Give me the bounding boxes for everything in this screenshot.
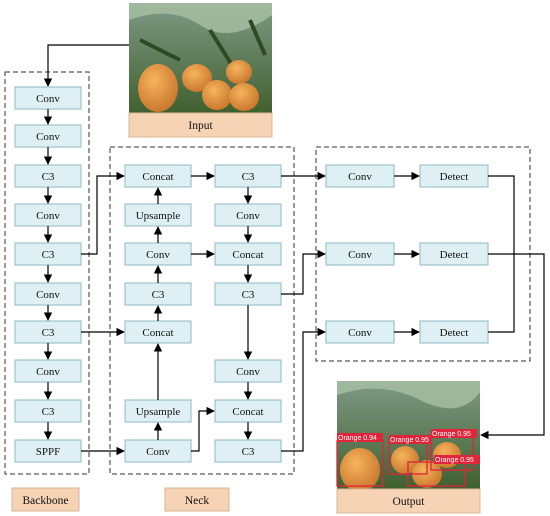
svg-text:C3: C3	[152, 289, 165, 301]
svg-text:Conv: Conv	[146, 446, 170, 458]
backbone-node-c3: C3	[14, 242, 82, 266]
edge-line	[488, 254, 515, 333]
neck-node-conv: Conv	[124, 439, 192, 463]
neck-node-c3: C3	[214, 282, 282, 306]
output-label: Output	[336, 488, 481, 514]
svg-text:C3: C3	[42, 327, 55, 339]
neck-node-conv: Conv	[214, 359, 282, 383]
backbone-node-c3: C3	[14, 399, 82, 423]
svg-text:Conv: Conv	[36, 366, 60, 378]
head-node-conv: Conv	[325, 242, 395, 266]
detection-label: Orange 0.95	[431, 429, 477, 438]
detection-label: Orange 0.95	[389, 435, 431, 444]
backbone-group	[4, 71, 90, 475]
svg-text:Conv: Conv	[36, 289, 60, 301]
svg-text:C3: C3	[42, 249, 55, 261]
svg-text:SPPF: SPPF	[36, 446, 60, 458]
svg-text:Concat: Concat	[232, 249, 263, 261]
svg-text:Conv: Conv	[146, 249, 170, 261]
edge-arrow	[281, 327, 326, 452]
head-node-conv: Conv	[325, 164, 395, 188]
neck-node-concat: Concat	[124, 164, 192, 188]
output-image: Orange 0.94 Orange 0.95 Orange 0.95 Oran…	[336, 381, 480, 492]
edge-arrow	[480, 253, 545, 440]
svg-text:Detect: Detect	[440, 171, 469, 183]
edge-arrow	[191, 406, 215, 452]
backbone-node-conv: Conv	[14, 124, 82, 148]
svg-text:Conv: Conv	[348, 249, 372, 261]
head-node-detect: Detect	[419, 242, 489, 266]
svg-text:C3: C3	[42, 406, 55, 418]
svg-text:Neck: Neck	[185, 495, 210, 507]
svg-text:Input: Input	[188, 120, 213, 132]
svg-text:Orange 0.94: Orange 0.94	[338, 435, 377, 442]
svg-text:Concat: Concat	[142, 171, 173, 183]
svg-text:Concat: Concat	[142, 327, 173, 339]
detection-label: Orange 0.95	[434, 455, 480, 464]
neck-node-concat: Concat	[214, 242, 282, 266]
svg-text:Backbone: Backbone	[23, 495, 69, 507]
input-label: Input	[128, 112, 273, 138]
neck-node-conv: Conv	[124, 242, 192, 266]
neck-node-conv: Conv	[214, 203, 282, 227]
backbone-node-conv: Conv	[14, 203, 82, 227]
svg-text:Upsample: Upsample	[136, 406, 181, 418]
neck-label: Neck	[164, 487, 230, 512]
backbone-node-sppf: SPPF	[14, 439, 82, 463]
backbone-node-c3: C3	[14, 320, 82, 344]
svg-text:Conv: Conv	[236, 366, 260, 378]
svg-text:Output: Output	[393, 496, 426, 508]
svg-text:C3: C3	[242, 446, 255, 458]
svg-text:Conv: Conv	[348, 327, 372, 339]
head-node-conv: Conv	[325, 320, 395, 344]
backbone-label: Backbone	[11, 487, 80, 512]
svg-text:Orange 0.95: Orange 0.95	[435, 457, 474, 464]
neck-node-c3: C3	[124, 282, 192, 306]
svg-text:Detect: Detect	[440, 327, 469, 339]
svg-text:Orange 0.95: Orange 0.95	[432, 431, 471, 438]
backbone-node-c3: C3	[14, 164, 82, 188]
input-image	[129, 3, 272, 113]
svg-text:Upsample: Upsample	[136, 210, 181, 222]
edge-arrow	[81, 171, 125, 255]
head-node-detect: Detect	[419, 164, 489, 188]
neck-node-c3: C3	[214, 164, 282, 188]
neck-node-upsample: Upsample	[124, 399, 192, 423]
detection-label: Orange 0.94	[337, 433, 383, 442]
neck-node-upsample: Upsample	[124, 203, 192, 227]
backbone-node-conv: Conv	[14, 282, 82, 306]
edge-arrow	[281, 249, 326, 295]
edge-line	[488, 175, 515, 254]
svg-text:Conv: Conv	[348, 171, 372, 183]
svg-text:Detect: Detect	[440, 249, 469, 261]
head-node-detect: Detect	[419, 320, 489, 344]
svg-text:Concat: Concat	[232, 406, 263, 418]
svg-text:Conv: Conv	[36, 93, 60, 105]
neck-node-concat: Concat	[124, 320, 192, 344]
svg-text:Conv: Conv	[36, 210, 60, 222]
neck-group	[109, 146, 295, 475]
edge-arrow	[43, 44, 129, 87]
neck-node-concat: Concat	[214, 399, 282, 423]
svg-text:Conv: Conv	[36, 131, 60, 143]
backbone-node-conv: Conv	[14, 359, 82, 383]
backbone-node-conv: Conv	[14, 86, 82, 110]
neck-node-c3: C3	[214, 439, 282, 463]
svg-text:Conv: Conv	[236, 210, 260, 222]
svg-text:C3: C3	[42, 171, 55, 183]
svg-text:C3: C3	[242, 289, 255, 301]
svg-text:C3: C3	[242, 171, 255, 183]
svg-text:Orange 0.95: Orange 0.95	[390, 437, 429, 444]
